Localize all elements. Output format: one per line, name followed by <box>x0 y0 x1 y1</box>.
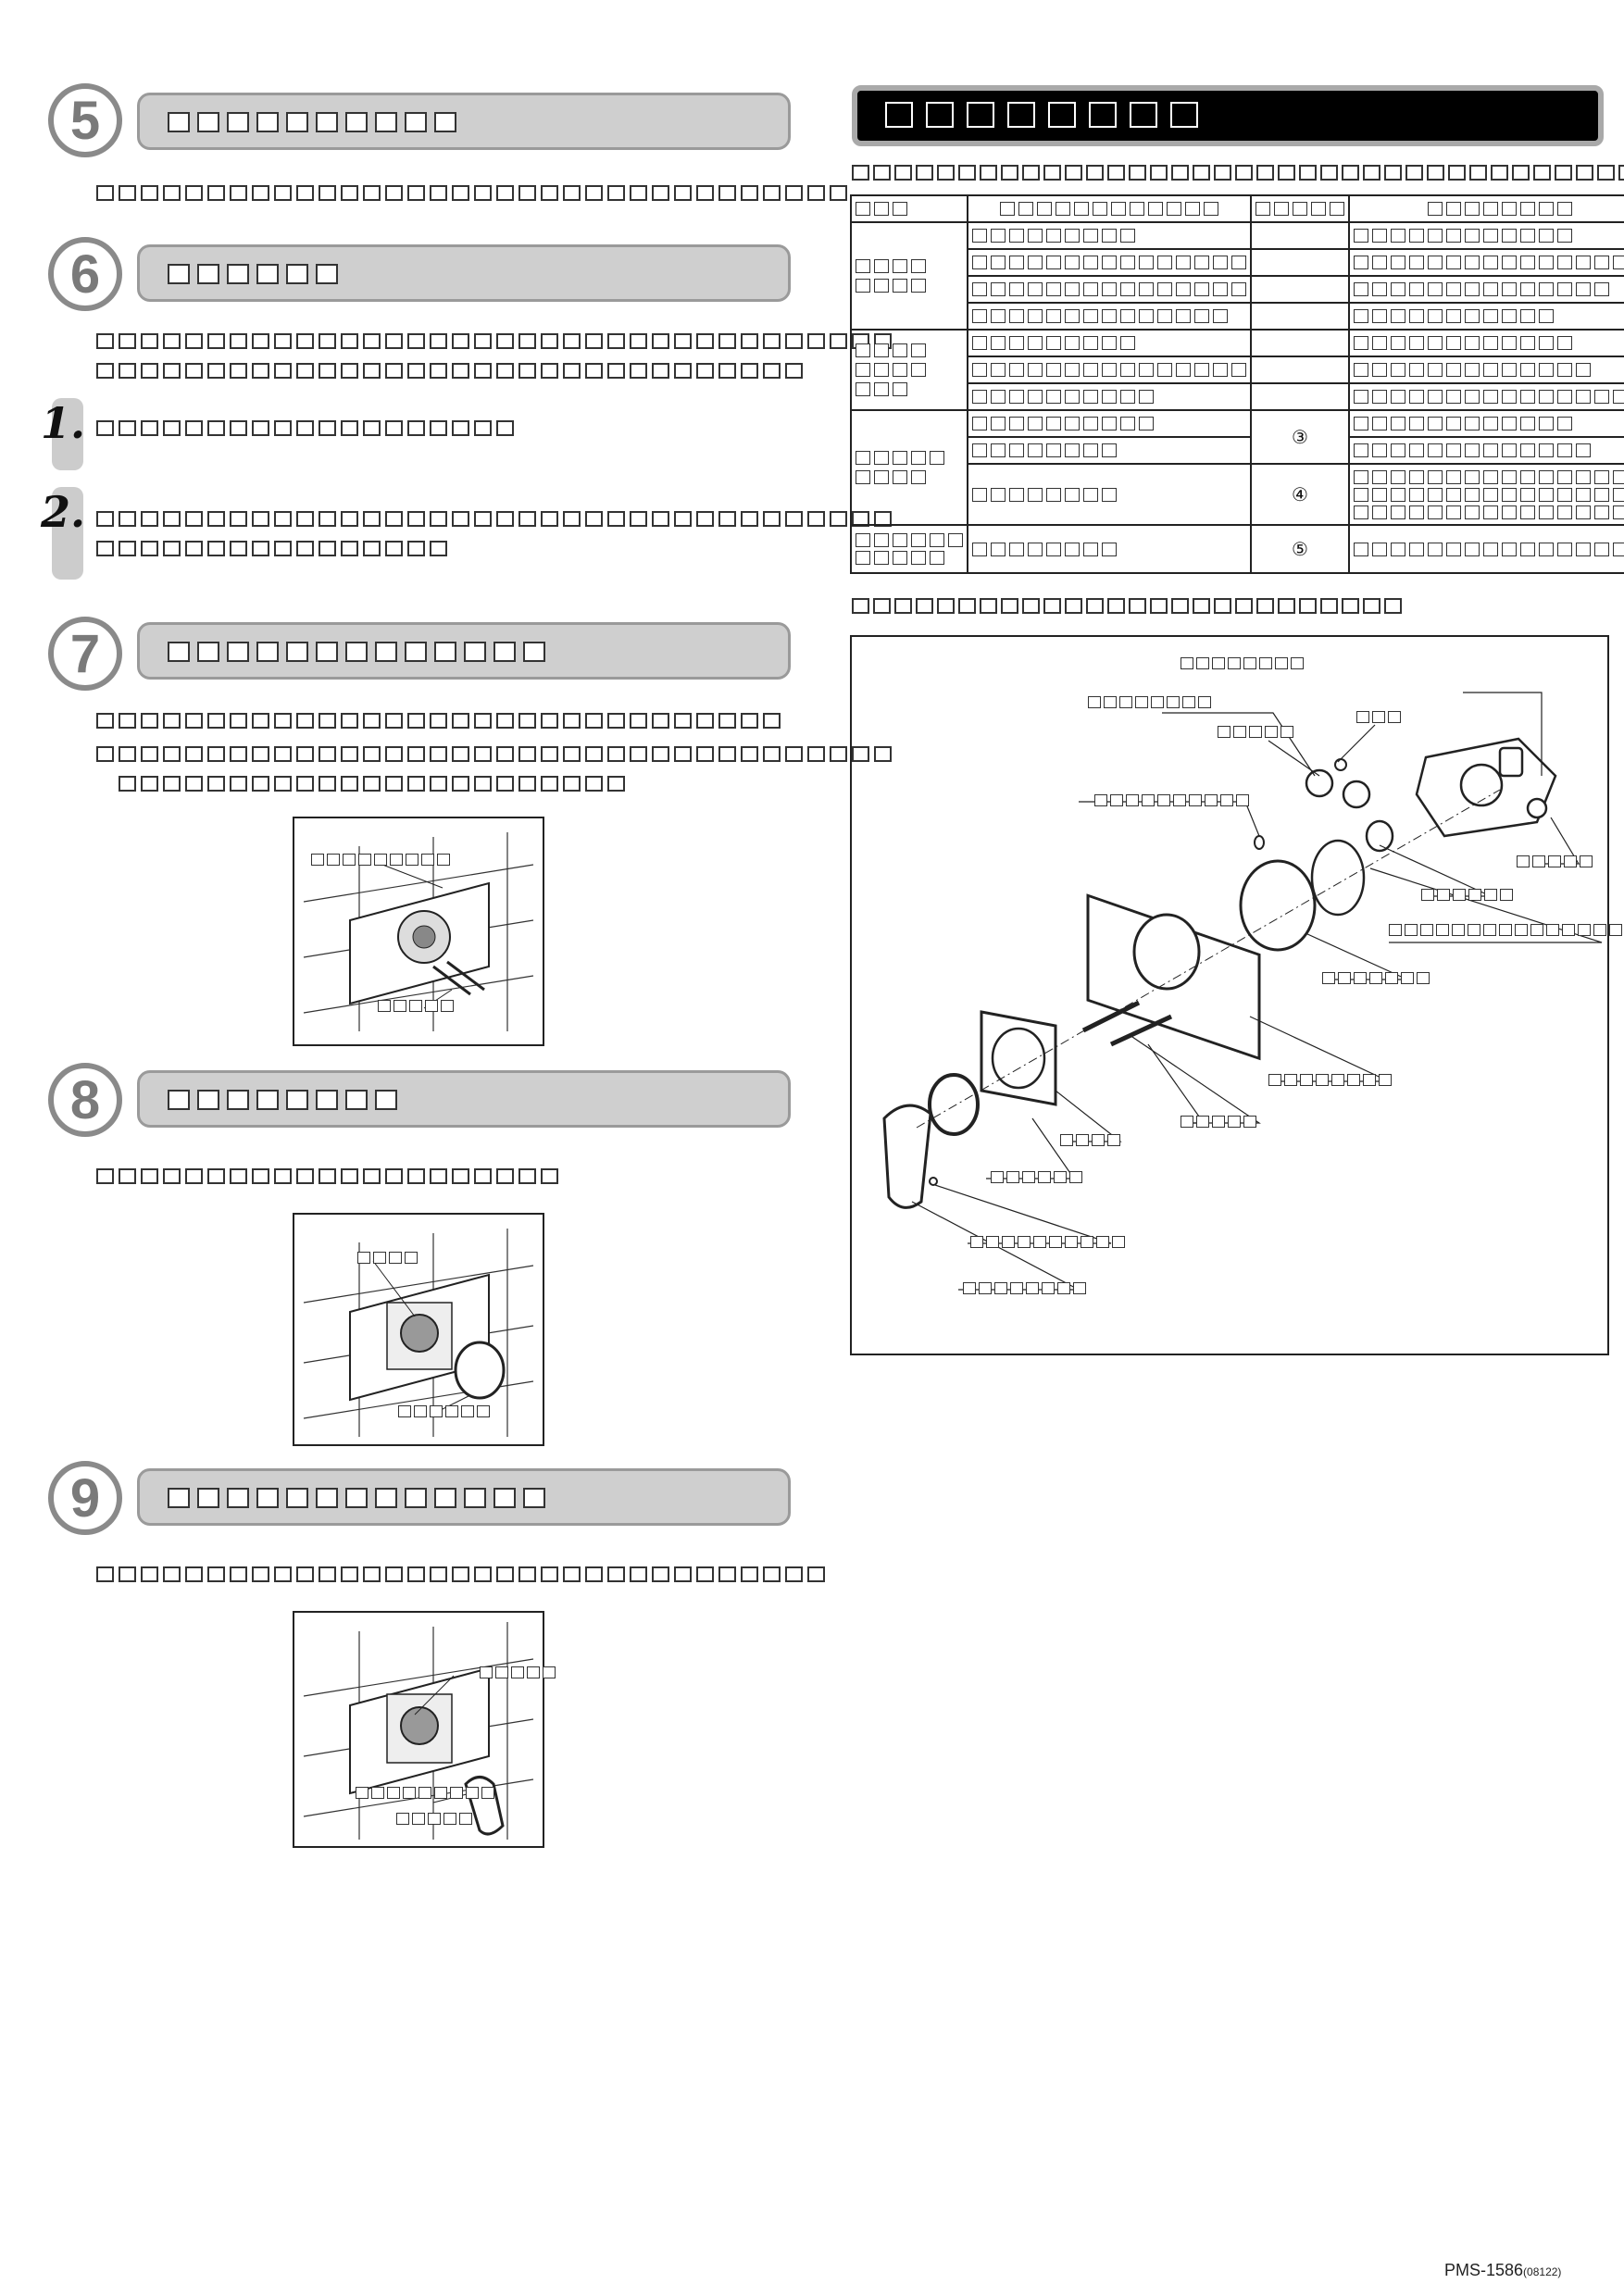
parts-section-heading-bar <box>852 85 1604 146</box>
step-9-heading-text <box>168 1488 545 1508</box>
substep-1-tab <box>52 398 83 470</box>
table-row: ③ <box>850 409 1624 526</box>
table-row <box>851 382 1624 411</box>
diagram-label-o <box>963 1282 1086 1294</box>
step-8-heading-bar <box>137 1070 791 1128</box>
fitting-1 <box>1305 768 1334 798</box>
step-7-heading-bar <box>137 622 791 680</box>
ring <box>928 1073 980 1136</box>
step-5-text <box>96 185 847 201</box>
diagram-label-m <box>991 1171 1082 1183</box>
step-number: 8 <box>69 1069 101 1130</box>
step-6-heading-bar <box>137 244 791 302</box>
step-7-badge: 7 <box>48 617 122 691</box>
diagram-label-i <box>1322 972 1430 984</box>
step-number: 9 <box>69 1467 101 1529</box>
step-8-heading-text <box>168 1090 397 1110</box>
step-9-heading-bar <box>137 1468 791 1526</box>
document-code-main: PMS-1586 <box>1444 2261 1524 2279</box>
step-5-heading-bar <box>137 93 791 150</box>
fitting-3 <box>1334 758 1347 771</box>
step-6-text-line-1 <box>96 333 892 349</box>
step-9-label-2 <box>356 1787 494 1799</box>
step-6-text-line-2 <box>96 363 803 379</box>
diagram-label-c <box>1356 711 1401 723</box>
handle-screw <box>929 1177 938 1186</box>
sleeve <box>1239 859 1317 952</box>
table-row <box>851 356 1624 384</box>
step-6-badge: 6 <box>48 237 122 311</box>
step-8-label-2 <box>398 1405 490 1417</box>
diagram-label-n <box>970 1236 1125 1248</box>
circled-number-4: ④ <box>1250 463 1350 526</box>
table-row <box>851 275 1624 304</box>
table-row <box>851 436 1624 465</box>
step-9-badge: 9 <box>48 1461 122 1535</box>
step-9-illustration <box>293 1611 556 1848</box>
step-8-badge: 8 <box>48 1063 122 1137</box>
pin <box>1254 835 1265 850</box>
substep-1-number: 1. <box>41 398 86 448</box>
substep-2-text-line-2 <box>96 541 447 556</box>
diagram-label-g <box>1421 889 1513 901</box>
diagram-label-b <box>1088 696 1211 708</box>
circled-number-3: ③ <box>1250 409 1350 465</box>
lever-handle <box>882 1104 932 1209</box>
substep-2-tab <box>52 487 83 580</box>
diagram-label-d <box>1218 726 1293 738</box>
step-number: 5 <box>69 90 101 151</box>
step-5-heading-text <box>168 112 456 132</box>
screw-2 <box>1109 1014 1173 1047</box>
exploded-parts-diagram <box>850 635 1622 1355</box>
table-row <box>851 302 1624 331</box>
step-7-text-line-1 <box>96 713 781 729</box>
table-row: ④ <box>851 463 1624 526</box>
circled-number-5: ⑤ <box>1250 524 1350 574</box>
step-7-text-line-3 <box>119 776 625 792</box>
parts-table: ③ ④ ⑤ <box>850 194 1624 574</box>
step-7-heading-text <box>168 642 545 662</box>
table-row: ⑤ <box>850 524 1624 574</box>
step-8-illustration <box>293 1213 544 1446</box>
cartridge <box>1310 819 1394 917</box>
document-code: PMS-1586(08122) <box>1444 2261 1561 2280</box>
step-8-text <box>96 1168 558 1184</box>
step-8-label-1 <box>357 1252 418 1264</box>
step-9-label-1 <box>480 1666 556 1678</box>
table-row <box>850 329 1624 411</box>
step-9-text <box>96 1566 825 1582</box>
substep-1-text <box>96 420 514 436</box>
step-7-label-2 <box>378 1000 454 1012</box>
substep-2-number: 2. <box>41 487 86 537</box>
step-5-badge: 5 <box>48 83 122 157</box>
parts-section-heading-text <box>885 102 1198 128</box>
diagram-label-e <box>1094 794 1249 806</box>
screw-1 <box>1081 1000 1141 1033</box>
diagram-label-h <box>1389 924 1624 936</box>
diagram-label-l <box>1060 1134 1120 1146</box>
step-7-label-1 <box>311 854 450 866</box>
diagram-label-a <box>1181 657 1304 669</box>
diagram-label-f <box>1517 855 1593 867</box>
step-number: 6 <box>69 243 101 305</box>
document-code-suffix: (08122) <box>1523 2265 1562 2278</box>
diagram-label-k <box>1181 1116 1256 1128</box>
diagram-label-j <box>1268 1074 1392 1086</box>
step-7-illustration <box>293 817 544 1046</box>
step-7-text-line-2 <box>96 746 892 762</box>
table-header-row <box>850 194 1624 223</box>
valve-body <box>1415 737 1557 838</box>
table-row <box>851 248 1624 277</box>
step-6-heading-text <box>168 264 338 284</box>
parts-intro-text <box>852 165 1624 181</box>
step-9-label-3 <box>396 1813 472 1825</box>
fitting-2 <box>1342 780 1371 809</box>
cover-plate-hole <box>1132 913 1201 991</box>
diagram-caption <box>852 598 1402 614</box>
table-row <box>850 221 1624 331</box>
step-number: 7 <box>69 623 101 684</box>
substep-2-text-line-1 <box>96 511 892 527</box>
